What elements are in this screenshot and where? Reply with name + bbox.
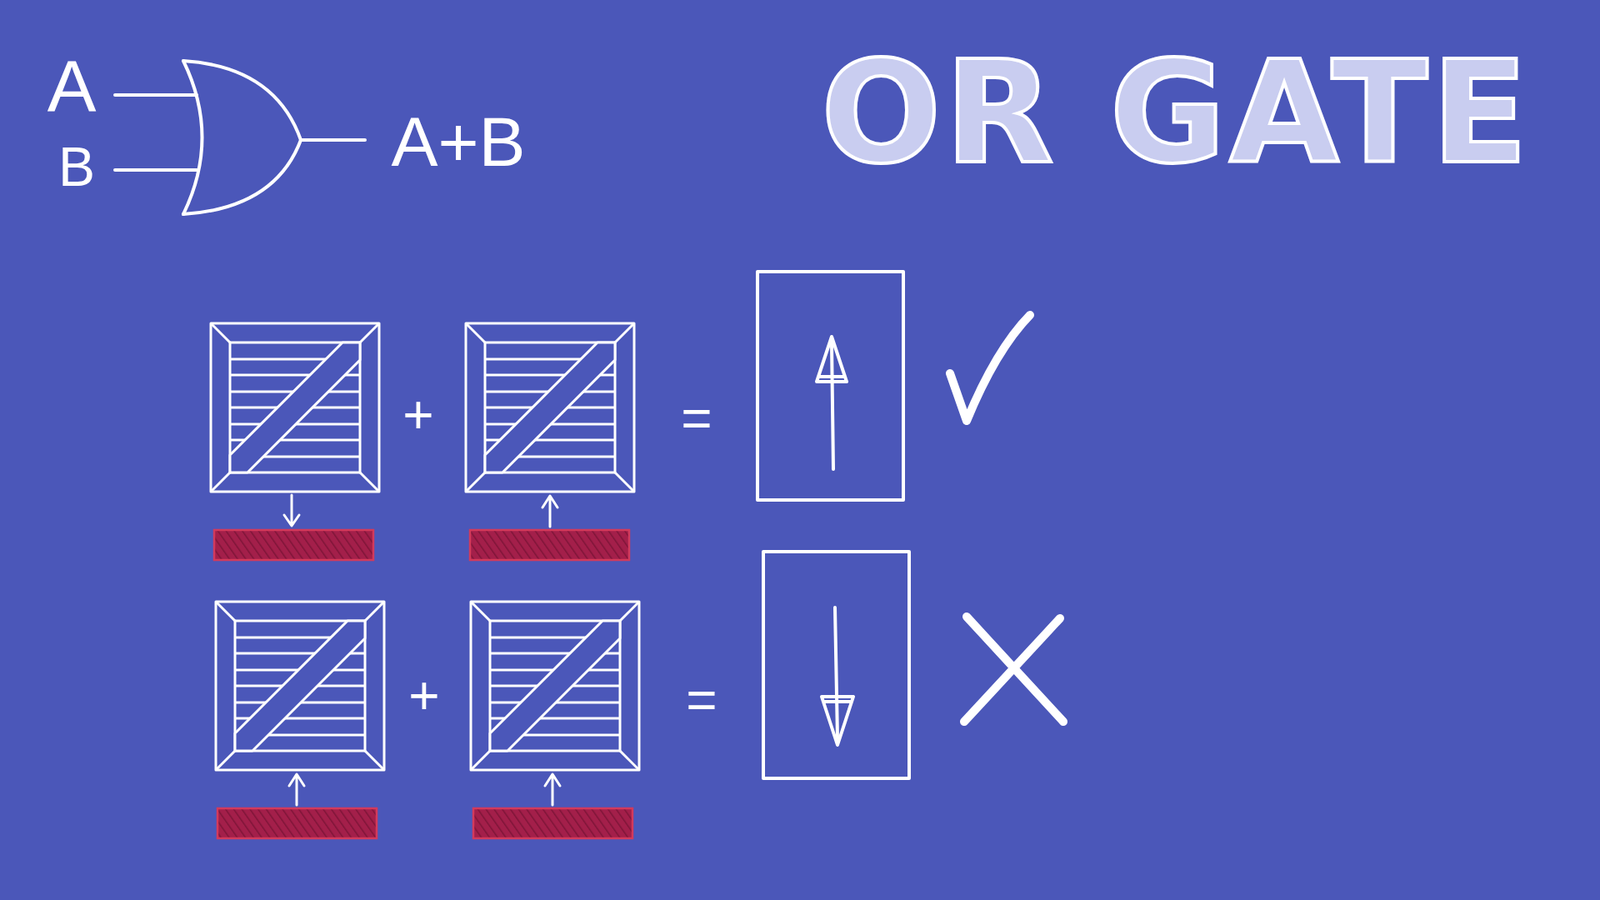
- pressure-plate: [217, 808, 377, 839]
- input-wire: [115, 168, 197, 172]
- equals-sign: =: [685, 673, 717, 727]
- equals-sign: =: [680, 391, 712, 445]
- input-wire: [115, 93, 197, 97]
- lever-arrow-up: [831, 343, 834, 470]
- gate-back: [183, 60, 203, 215]
- cross-mark: [964, 618, 1060, 722]
- result-mark: [950, 315, 1064, 722]
- up-arrow: [289, 774, 305, 805]
- pressure-plate: [473, 808, 633, 839]
- pressure-plate: [214, 530, 633, 839]
- gate-top: [183, 60, 301, 140]
- gate-bottom: [183, 140, 301, 215]
- small-arrow: [284, 495, 560, 805]
- page-title: OR GATE: [820, 41, 1532, 184]
- down-arrow: [284, 495, 300, 526]
- lever-arrowhead: [821, 696, 854, 745]
- lever-box: [757, 271, 910, 779]
- input-name: B: [58, 139, 95, 195]
- output-wire: [300, 138, 365, 142]
- lever-arrowhead: [816, 336, 847, 382]
- crate: [470, 601, 640, 770]
- check-mark: [950, 315, 1030, 421]
- lever-arrow-down: [835, 607, 838, 739]
- lever-box: [763, 551, 910, 779]
- plus-sign: +: [402, 388, 434, 442]
- up-arrow: [542, 495, 558, 527]
- output-expression: A+B: [390, 106, 525, 177]
- crate: [210, 323, 380, 492]
- lever-box: [757, 271, 904, 500]
- pressure-plate: [214, 530, 374, 560]
- input-name: A: [47, 50, 97, 124]
- crate: [465, 323, 635, 492]
- plus-sign: +: [408, 669, 440, 723]
- up-arrow: [545, 774, 560, 805]
- or-gate-symbol: [115, 60, 365, 215]
- pressure-plate: [470, 530, 630, 560]
- crate: [215, 601, 385, 770]
